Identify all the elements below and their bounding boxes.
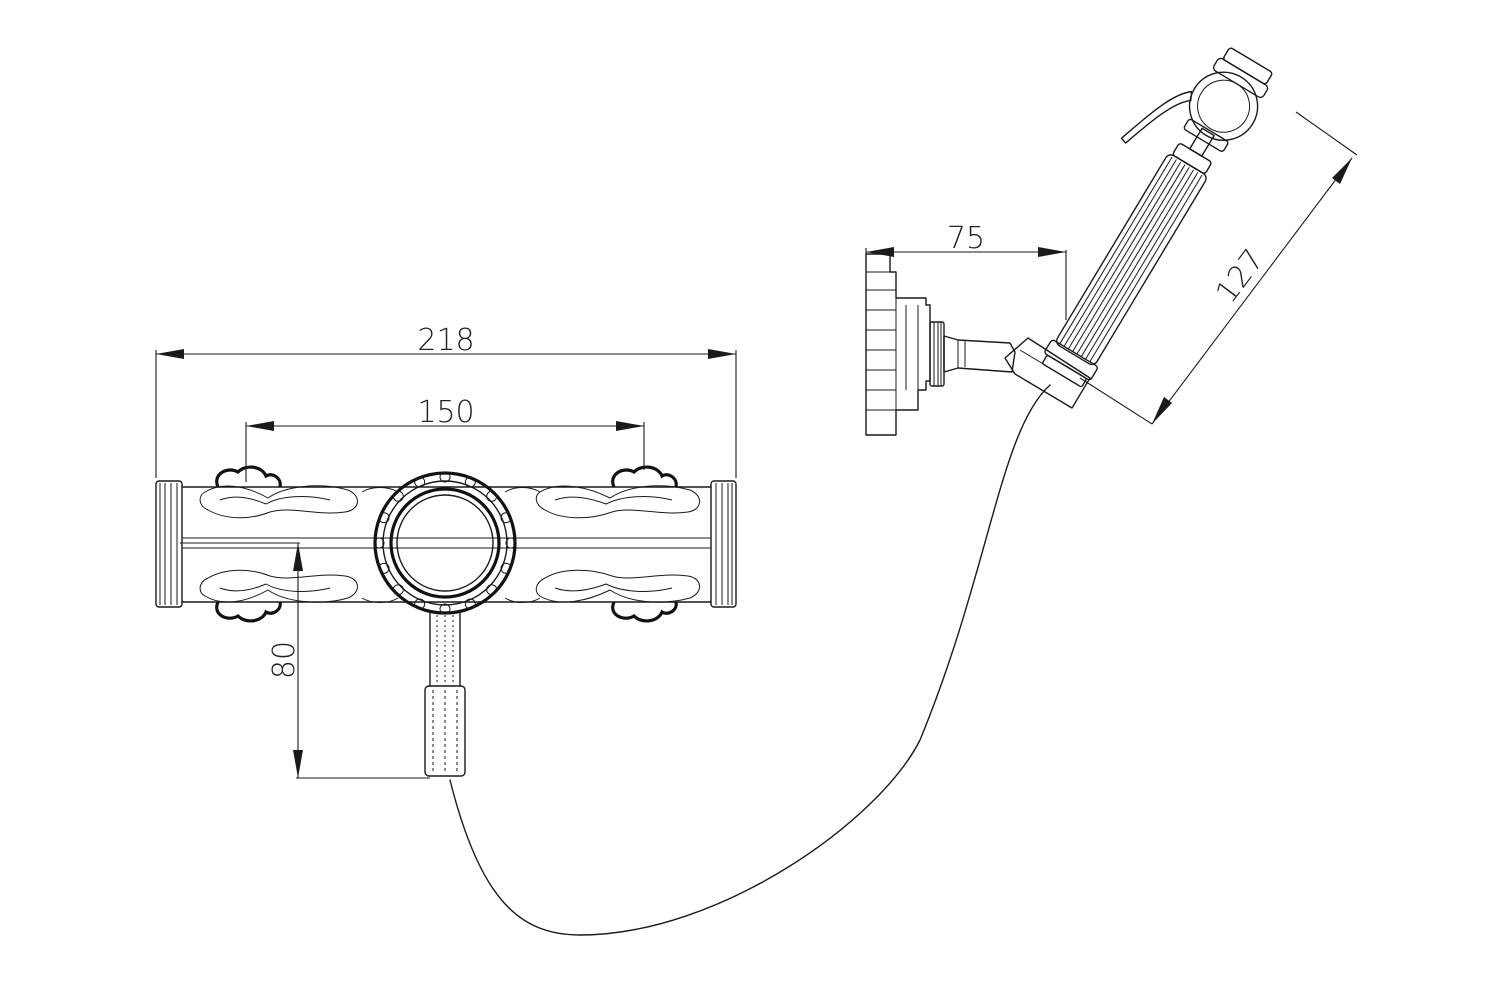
hand-shower bbox=[1042, 47, 1273, 388]
rosette-scallop bbox=[414, 476, 426, 488]
inlet-nut-left-bottom bbox=[215, 601, 282, 623]
lever-handle bbox=[424, 611, 466, 777]
ornament-top-row bbox=[199, 485, 700, 519]
rosette-scallop bbox=[486, 490, 498, 502]
rosette-scallop bbox=[505, 537, 517, 549]
wall-bracket-side-view bbox=[865, 253, 1091, 436]
rosette-scallop bbox=[373, 537, 385, 549]
inlet-nut-right-bottom bbox=[611, 601, 678, 623]
rosette-scallop bbox=[414, 598, 426, 610]
right-end-cap bbox=[710, 480, 737, 608]
dimension-127: 127 bbox=[1079, 111, 1358, 425]
inlet-nut-left-top bbox=[215, 465, 282, 488]
rosette-scallop bbox=[392, 584, 404, 596]
ornament-bottom-row bbox=[199, 569, 700, 603]
dimension-218-label: 218 bbox=[417, 323, 474, 358]
rosette-scallop bbox=[439, 603, 451, 615]
left-end-cap bbox=[155, 480, 183, 608]
dimension-150-label: 150 bbox=[417, 395, 474, 430]
dimension-127-label: 127 bbox=[1209, 243, 1271, 310]
hose bbox=[449, 384, 1051, 936]
dimension-150: 150 bbox=[245, 395, 645, 482]
rosette-scallop bbox=[439, 471, 451, 483]
rosette-scallop bbox=[486, 584, 498, 596]
inlet-nut-right-top bbox=[611, 465, 678, 488]
rosette-scallop bbox=[500, 562, 512, 574]
mixer-body bbox=[181, 486, 712, 603]
rosette-scallop bbox=[378, 512, 390, 524]
dimension-75: 75 bbox=[865, 221, 1067, 320]
dimension-75-label: 75 bbox=[947, 221, 985, 256]
dimension-80: 80 bbox=[180, 542, 430, 779]
dimension-80-label: 80 bbox=[267, 641, 302, 679]
mixer-front-view bbox=[155, 465, 737, 777]
dimension-218: 218 bbox=[155, 323, 737, 478]
rosette-scallop bbox=[464, 476, 476, 488]
rosette-scallop bbox=[378, 562, 390, 574]
handle-rosette bbox=[373, 471, 517, 615]
rosette-scallop bbox=[392, 490, 404, 502]
rosette-scallop bbox=[500, 512, 512, 524]
rosette-scallop bbox=[464, 598, 476, 610]
